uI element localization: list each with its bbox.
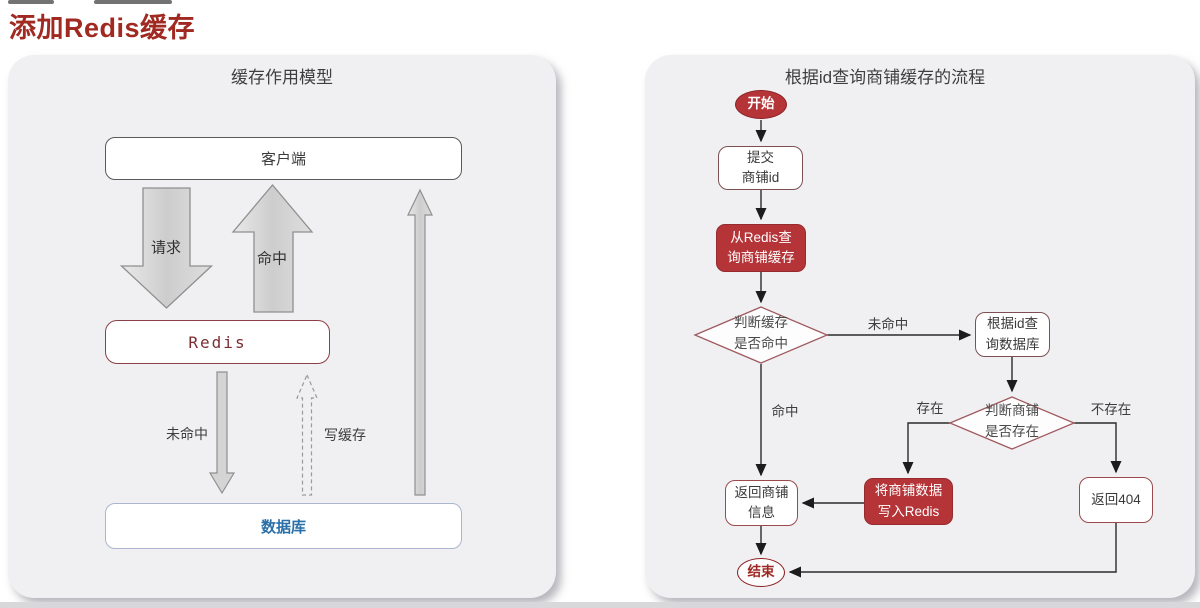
flowchart-connectors-layer bbox=[693, 120, 1122, 578]
edge-label-exists: 存在 bbox=[916, 401, 944, 416]
cache-model-panel: 缓存作用模型 客户端 Redis 数据库 请求 命中 未命中 写缓存 bbox=[8, 55, 556, 598]
redis-query-line2: 询商铺缓存 bbox=[727, 250, 795, 265]
end-label: 结束 bbox=[747, 564, 775, 580]
start-label: 开始 bbox=[747, 96, 775, 112]
miss-arrow bbox=[208, 371, 236, 495]
query-flow-panel: 根据id查询商铺缓存的流程 开始 提交 商铺id bbox=[645, 55, 1195, 598]
hit-arrow bbox=[231, 183, 314, 313]
db-to-client-arrow bbox=[407, 188, 433, 496]
cache-hit-decision-diamond bbox=[693, 306, 829, 364]
write-cache-arrow bbox=[296, 373, 318, 496]
cache-hit-line1: 判断缓存 bbox=[734, 315, 788, 330]
cache-hit-line2: 是否命中 bbox=[734, 335, 788, 351]
miss-arrow-label: 未命中 bbox=[166, 426, 208, 442]
cache-model-title: 缓存作用模型 bbox=[231, 68, 333, 87]
start-node: 开始 bbox=[735, 90, 787, 119]
db-query-line1: 根据id查 bbox=[986, 316, 1038, 332]
query-database-label: 根据id查 询数据库 bbox=[986, 314, 1040, 355]
database-label: 数据库 bbox=[260, 518, 306, 536]
database-node: 数据库 bbox=[105, 503, 462, 549]
cropped-text-fragment bbox=[94, 0, 172, 4]
client-node: 客户端 bbox=[105, 137, 462, 180]
return-shop-line2: 信息 bbox=[748, 505, 775, 520]
cache-hit-decision-label: 判断缓存 是否命中 bbox=[701, 313, 821, 355]
end-node: 结束 bbox=[737, 558, 785, 587]
edge-label-hit: 命中 bbox=[771, 404, 799, 419]
bottom-edge-strip bbox=[0, 602, 1200, 608]
shop-exists-decision-label: 判断商铺 是否存在 bbox=[952, 401, 1072, 443]
redis-node: Redis bbox=[105, 320, 330, 364]
query-flow-title: 根据id查询商铺缓存的流程 bbox=[784, 68, 986, 87]
cropped-text-fragment bbox=[8, 0, 54, 4]
request-arrow bbox=[119, 187, 214, 309]
query-redis-cache-label: 从Redis查 询商铺缓存 bbox=[727, 228, 795, 269]
return-404-label: 返回404 bbox=[1091, 491, 1141, 507]
submit-shop-id-node: 提交 商铺id bbox=[718, 146, 803, 190]
return-shop-info-node: 返回商铺 信息 bbox=[725, 480, 798, 526]
edge-label-miss: 未命中 bbox=[867, 317, 909, 332]
write-cache-arrow-label: 写缓存 bbox=[324, 427, 366, 443]
write-redis-line2: 写入Redis bbox=[877, 503, 940, 519]
request-arrow-label: 请求 bbox=[150, 239, 182, 257]
db-query-line2: 询数据库 bbox=[985, 336, 1040, 352]
edge-exists-writeredis bbox=[902, 422, 950, 475]
submit-shop-id-label: 提交 商铺id bbox=[742, 148, 780, 189]
write-to-redis-label: 将商铺数据 写入Redis bbox=[875, 481, 943, 522]
shop-exists-line2: 是否存在 bbox=[985, 423, 1039, 439]
client-label: 客户端 bbox=[260, 151, 306, 168]
edge-label-not-exists: 不存在 bbox=[1090, 402, 1132, 417]
submit-line2: 商铺id bbox=[741, 170, 780, 185]
cache-model-arrows-layer bbox=[119, 183, 433, 496]
edge-return404-end bbox=[788, 523, 1117, 578]
page-title: 添加Redis缓存 bbox=[9, 13, 196, 43]
write-redis-line1: 将商铺数据 bbox=[874, 483, 943, 499]
submit-line1: 提交 bbox=[746, 149, 774, 165]
return-shop-info-label: 返回商铺 信息 bbox=[735, 483, 789, 524]
redis-label: Redis bbox=[188, 332, 247, 352]
redis-query-line1: 从Redis查 bbox=[730, 229, 792, 245]
write-to-redis-node: 将商铺数据 写入Redis bbox=[864, 478, 953, 525]
return-shop-line1: 返回商铺 bbox=[734, 484, 789, 500]
shop-exists-line1: 判断商铺 bbox=[985, 403, 1039, 418]
edge-notexists-return404 bbox=[1074, 422, 1122, 474]
query-database-node: 根据id查 询数据库 bbox=[975, 312, 1050, 357]
shop-exists-decision-diamond bbox=[948, 396, 1076, 450]
query-redis-cache-node: 从Redis查 询商铺缓存 bbox=[716, 224, 806, 272]
hit-arrow-label: 命中 bbox=[256, 250, 288, 268]
return-404-node: 返回404 bbox=[1079, 477, 1153, 523]
